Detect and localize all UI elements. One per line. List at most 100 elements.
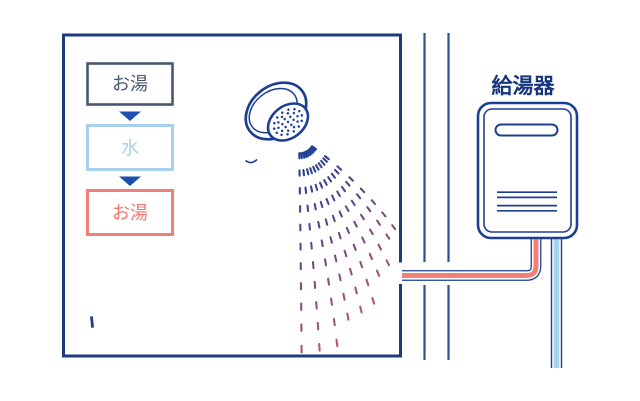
- heater-vent-slot: [494, 123, 559, 137]
- water-droplet: [344, 205, 350, 213]
- nozzle-dot: [292, 111, 296, 115]
- water-droplet: [306, 204, 310, 213]
- water-droplet: [361, 236, 366, 244]
- water-droplet: [348, 176, 354, 182]
- nozzle-dot: [284, 125, 287, 129]
- legend-box-hot-initial: [86, 62, 174, 106]
- water-droplet: [346, 312, 350, 321]
- nozzle-dot: [281, 122, 284, 126]
- water-droplet: [324, 218, 329, 226]
- nozzle-dot: [277, 126, 280, 130]
- water-droplet: [336, 165, 343, 171]
- water-droplet: [338, 273, 342, 282]
- water-droplet: [385, 233, 391, 240]
- hose-end-cap: [90, 316, 94, 328]
- water-droplet: [333, 254, 338, 263]
- water-droplet: [329, 236, 333, 244]
- heater-vent-lines: [497, 191, 557, 212]
- water-droplet: [353, 220, 358, 228]
- hot-water-pipe: [402, 230, 542, 281]
- water-droplet: [317, 162, 323, 169]
- nozzle-dot: [296, 114, 299, 118]
- water-droplet: [359, 187, 366, 194]
- water-droplet: [309, 185, 314, 193]
- nozzle-dot: [297, 125, 301, 128]
- nozzle-dot: [286, 112, 290, 115]
- water-droplet: [305, 150, 310, 158]
- water-droplet: [300, 152, 303, 160]
- water-droplet: [325, 197, 330, 206]
- nozzle-dot: [300, 119, 303, 123]
- nozzle-dot: [273, 121, 276, 125]
- water-droplet: [331, 194, 336, 202]
- water-droplet: [335, 338, 339, 348]
- nozzle-dot: [272, 127, 276, 130]
- nozzle-dot: [292, 130, 296, 133]
- water-spray: [298, 145, 397, 354]
- water-droplet: [376, 219, 381, 226]
- down-arrow-icon: [119, 111, 141, 121]
- water-droplet: [368, 252, 374, 260]
- nozzle-dot: [286, 133, 289, 136]
- water-droplet: [377, 243, 383, 251]
- water-droplet: [336, 190, 341, 198]
- water-droplet: [391, 224, 397, 231]
- shower-hose: [91, 126, 270, 328]
- nozzle-dot: [286, 120, 290, 124]
- water-heater-unit: [476, 101, 579, 240]
- water-droplet: [315, 301, 318, 310]
- water-droplet: [313, 202, 317, 211]
- water-droplet: [360, 213, 365, 221]
- nozzle-dot: [280, 115, 284, 119]
- water-droplet: [359, 305, 363, 314]
- nozzle-dot: [287, 108, 290, 111]
- water-droplet: [331, 214, 336, 223]
- water-droplet: [308, 222, 311, 231]
- water-droplet: [315, 164, 320, 171]
- hose-connector-line: [245, 158, 258, 164]
- down-arrow-icon: [119, 176, 141, 186]
- heater-label: 給湯器: [492, 74, 556, 98]
- water-droplet: [359, 260, 364, 269]
- water-droplet: [381, 211, 387, 218]
- water-droplet: [330, 297, 333, 306]
- room-outline: [62, 33, 402, 358]
- nozzle-dot: [296, 120, 299, 123]
- water-droplet: [371, 296, 376, 305]
- legend-label-hot-again: お湯: [112, 203, 148, 223]
- water-droplet: [323, 179, 328, 186]
- legend-box-cold: [86, 124, 174, 171]
- nozzle-dot: [292, 118, 295, 122]
- nozzle-dot: [297, 109, 301, 113]
- water-droplet: [312, 165, 317, 173]
- water-droplet: [340, 185, 347, 193]
- water-droplet: [302, 151, 306, 159]
- water-droplet: [385, 259, 391, 267]
- water-droplet: [320, 159, 326, 166]
- water-droplet: [368, 228, 374, 236]
- water-droplet: [330, 172, 336, 179]
- nozzle-dot: [293, 107, 296, 111]
- water-droplet: [317, 220, 321, 229]
- nozzle-dot: [275, 116, 279, 119]
- legend-label-hot-initial: お湯: [112, 74, 148, 94]
- water-droplet: [345, 180, 351, 187]
- water-droplet: [304, 186, 308, 195]
- water-droplet: [327, 277, 331, 286]
- water-droplet: [323, 155, 330, 161]
- water-droplet: [375, 269, 381, 277]
- flow-legend: お湯 水 お湯: [86, 62, 174, 236]
- water-droplet: [352, 243, 357, 251]
- water-droplet: [309, 167, 313, 175]
- water-droplet: [345, 226, 351, 234]
- nozzle-dot: [300, 114, 304, 117]
- wall-lines: [423, 33, 450, 360]
- water-droplet: [306, 168, 310, 176]
- nozzle-dot: [286, 129, 290, 132]
- water-droplet: [309, 147, 315, 154]
- legend-box-hot-again: [86, 189, 174, 236]
- water-droplet: [307, 148, 313, 155]
- water-droplet: [333, 168, 340, 175]
